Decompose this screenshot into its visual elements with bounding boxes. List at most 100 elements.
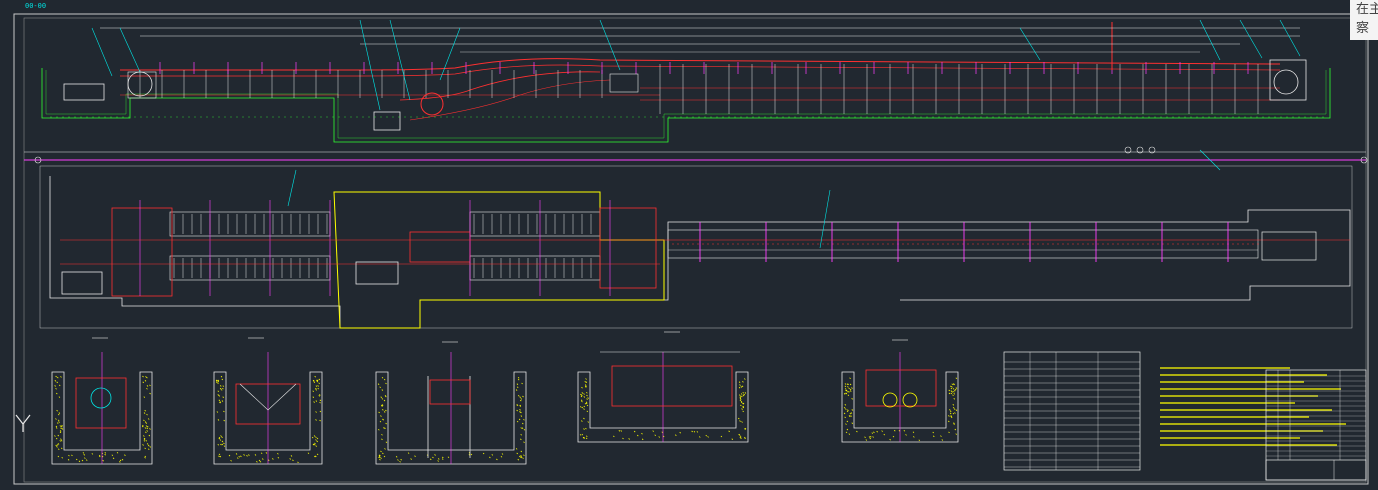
section-view-e-concrete-hatch bbox=[852, 398, 853, 399]
section-view-a-concrete-hatch bbox=[60, 425, 61, 426]
section-view-e-concrete-hatch bbox=[955, 429, 956, 430]
section-view-e-concrete-hatch bbox=[948, 415, 949, 416]
section-view-c-concrete-hatch bbox=[518, 459, 519, 460]
section-view-e-concrete-hatch bbox=[953, 388, 954, 389]
section-view-b-concrete-hatch bbox=[224, 420, 225, 421]
section-view-b-concrete-hatch bbox=[316, 389, 317, 390]
section-view-c-concrete-hatch bbox=[522, 423, 523, 424]
section-view-d-concrete-hatch bbox=[582, 407, 583, 408]
section-d-frame bbox=[612, 366, 732, 406]
section-view-d-concrete-hatch bbox=[739, 382, 740, 383]
section-view-d-concrete-hatch bbox=[588, 422, 589, 423]
section-view-b-concrete-hatch bbox=[218, 444, 219, 445]
section-view-b-concrete-hatch bbox=[315, 437, 316, 438]
section-view-c-concrete-hatch bbox=[520, 412, 521, 413]
section-view-d-concrete-hatch bbox=[584, 429, 585, 430]
section-view-b-concrete-hatch bbox=[218, 391, 219, 392]
section-view-d-concrete-hatch bbox=[621, 430, 622, 431]
section-view-d-concrete-hatch bbox=[623, 438, 624, 439]
section-view-b-concrete-hatch bbox=[220, 388, 221, 389]
section-view-c-concrete-hatch bbox=[379, 412, 380, 413]
section-view-e-concrete-hatch bbox=[955, 389, 956, 390]
drawing-geometry bbox=[24, 20, 1367, 480]
section-view-e-concrete-hatch bbox=[953, 407, 954, 408]
section-view-d-concrete-hatch bbox=[740, 405, 741, 406]
section-view-e-concrete-hatch bbox=[894, 430, 895, 431]
title-block bbox=[1266, 460, 1366, 480]
drawing-outer-frame bbox=[14, 14, 1368, 484]
section-view-c-concrete-hatch bbox=[516, 390, 517, 391]
section-view-e-concrete-hatch bbox=[954, 413, 955, 414]
section-view-b-concrete-hatch bbox=[220, 440, 221, 441]
section-view-c-concrete-hatch bbox=[522, 458, 523, 459]
section-view-b-concrete-hatch bbox=[222, 437, 223, 438]
section-view-a-concrete-hatch bbox=[119, 461, 120, 462]
section-view-b-concrete-hatch bbox=[292, 460, 293, 461]
section-view-c-concrete-hatch bbox=[415, 456, 416, 457]
section-view-d-concrete-hatch bbox=[743, 395, 744, 396]
section-view-a-concrete-hatch bbox=[58, 449, 59, 450]
section-view-a-concrete-hatch bbox=[56, 428, 57, 429]
plan-mid-motor bbox=[356, 262, 398, 284]
section-view-b-concrete-hatch bbox=[262, 459, 263, 460]
section-view-a-concrete-hatch bbox=[58, 456, 59, 457]
section-view-b-concrete-hatch bbox=[317, 438, 318, 439]
section-view-c-concrete-hatch bbox=[379, 456, 380, 457]
section-view-c-concrete-hatch bbox=[385, 410, 386, 411]
section-view-a-concrete-hatch bbox=[148, 419, 149, 420]
section-e-wheel bbox=[883, 393, 897, 407]
section-view-b-concrete-hatch bbox=[314, 382, 315, 383]
section-view-d-concrete-hatch bbox=[655, 435, 656, 436]
section-view-d-concrete-hatch bbox=[641, 433, 642, 434]
section-view-e-concrete-hatch bbox=[933, 432, 934, 433]
section-view-a-concrete-hatch bbox=[82, 460, 83, 461]
section-view-d-concrete-hatch bbox=[659, 437, 660, 438]
section-view-a-concrete-hatch bbox=[145, 456, 146, 457]
section-view-e-concrete-hatch bbox=[951, 388, 952, 389]
section-view-b-concrete-hatch bbox=[317, 454, 318, 455]
section-view-e-concrete-hatch bbox=[877, 431, 878, 432]
section-view-e-concrete-hatch bbox=[906, 434, 907, 435]
section-view-a-concrete-hatch bbox=[57, 446, 58, 447]
section-view-b-concrete-hatch bbox=[314, 443, 315, 444]
section-view-a-concrete-hatch bbox=[68, 459, 69, 460]
section-view-d-concrete-hatch bbox=[585, 381, 586, 382]
section-view-d-concrete-hatch bbox=[581, 400, 582, 401]
elevation-leader-line bbox=[1200, 20, 1220, 60]
section-view-d-concrete-hatch bbox=[741, 386, 742, 387]
section-view-c-concrete-hatch bbox=[522, 428, 523, 429]
section-view-b-concrete-hatch bbox=[237, 458, 238, 459]
section-view-a-concrete-hatch bbox=[68, 455, 69, 456]
section-view-e-concrete-hatch bbox=[951, 393, 952, 394]
section-view-e-concrete-hatch bbox=[954, 424, 955, 425]
section-view-b-concrete-hatch bbox=[219, 400, 220, 401]
section-view-e-concrete-hatch bbox=[953, 395, 954, 396]
plan-tail-unit bbox=[1262, 232, 1316, 260]
section-view-e-concrete-hatch bbox=[913, 436, 914, 437]
section-view-e-concrete-hatch bbox=[847, 410, 848, 411]
section-view-b-concrete-hatch bbox=[229, 455, 230, 456]
section-view-a-concrete-hatch bbox=[84, 458, 85, 459]
section-view-e-concrete-hatch bbox=[844, 393, 845, 394]
section-view-a-concrete-hatch bbox=[60, 439, 61, 440]
section-view-a-concrete-hatch bbox=[147, 426, 148, 427]
section-view-a-concrete-hatch bbox=[58, 420, 59, 421]
section-view-d-concrete-hatch bbox=[699, 437, 700, 438]
section-view-c-concrete-hatch bbox=[438, 461, 439, 462]
section-view-c-concrete-hatch bbox=[384, 400, 385, 401]
section-view-c-concrete-hatch bbox=[378, 429, 379, 430]
section-view-b-concrete-hatch bbox=[240, 456, 241, 457]
section-view-e-concrete-hatch bbox=[845, 388, 846, 389]
section-view-d-concrete-hatch bbox=[742, 422, 743, 423]
section-view-e-concrete-hatch bbox=[850, 384, 851, 385]
section-view-a-concrete-hatch bbox=[84, 454, 85, 455]
section-view-c-concrete-hatch bbox=[380, 421, 381, 422]
section-view-a-concrete-hatch bbox=[117, 452, 118, 453]
section-view-b-concrete-hatch bbox=[308, 453, 309, 454]
section-view-c-concrete-hatch bbox=[379, 459, 380, 460]
section-view-b-concrete-hatch bbox=[222, 388, 223, 389]
section-view-b-concrete-hatch bbox=[277, 453, 278, 454]
section-view-c-concrete-hatch bbox=[384, 379, 385, 380]
elevation-mid-drive-motor bbox=[374, 112, 400, 130]
